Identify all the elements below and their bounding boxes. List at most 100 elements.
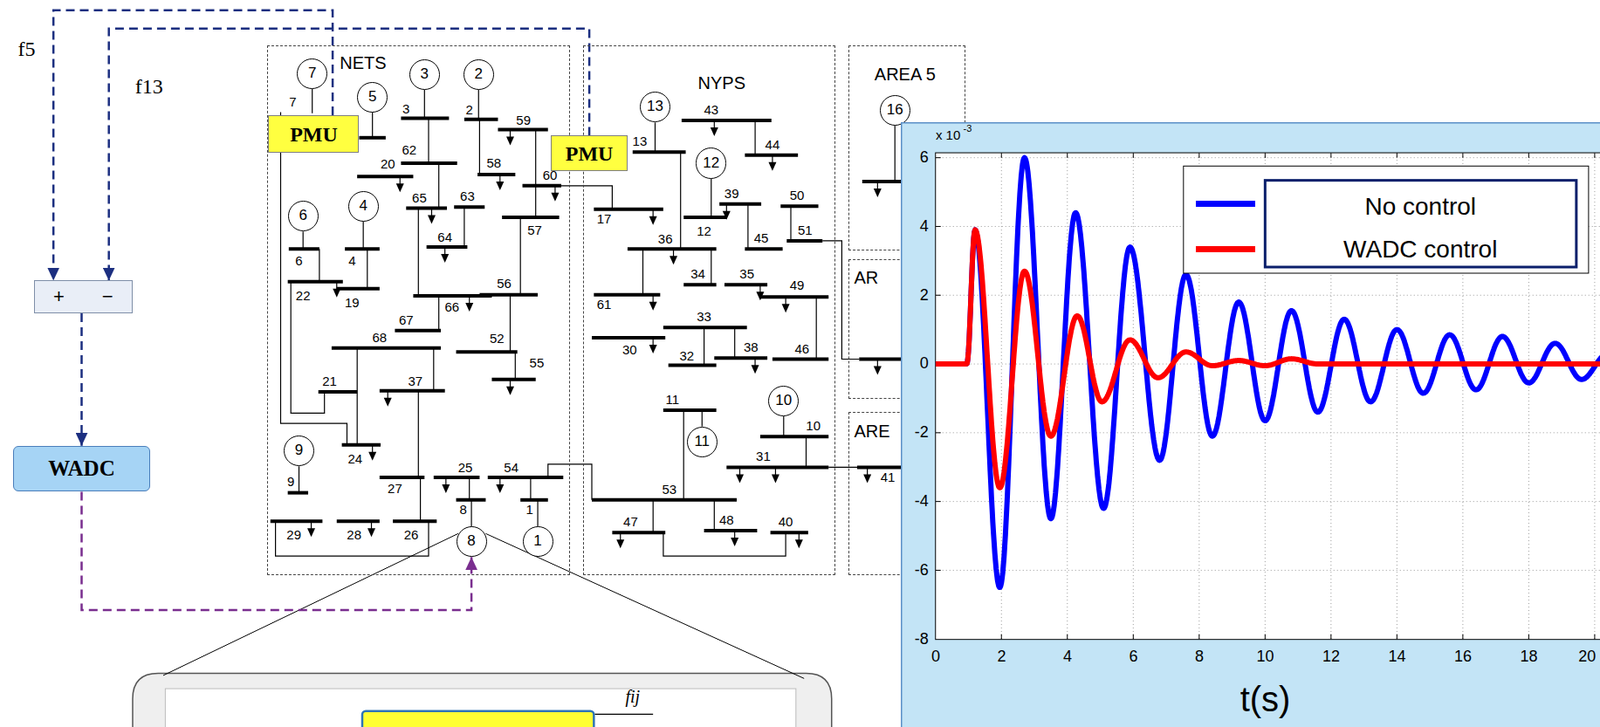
- grid-line: [1133, 152, 1134, 640]
- bus-number: 3: [402, 102, 410, 117]
- load-arrow: [371, 445, 373, 454]
- node-label: PMU: [289, 123, 338, 146]
- bus-number: 53: [662, 482, 678, 498]
- bus-bar: [501, 215, 559, 220]
- bus-bar: [392, 519, 437, 523]
- bus-bar: [358, 136, 385, 140]
- transmission-line: [427, 118, 429, 164]
- transmission-line: [281, 112, 348, 446]
- bus-number: 65: [412, 191, 427, 207]
- axis-tick-label: 6: [920, 149, 929, 167]
- bus-number: 60: [542, 168, 558, 184]
- signal-connector: [82, 491, 473, 611]
- bus-bar: [786, 239, 823, 243]
- transmission-line: [663, 532, 786, 557]
- signal-name: fij: [624, 686, 640, 707]
- summing-junction: +−: [34, 280, 133, 313]
- bus-number: 35: [739, 267, 755, 282]
- transmission-line: [468, 477, 470, 501]
- transmission-line: [816, 296, 818, 359]
- node-label: 5: [368, 89, 377, 106]
- legend-swatch: [1195, 200, 1256, 207]
- tick-mark: [1528, 634, 1530, 640]
- signal-connector: [80, 313, 83, 447]
- bus-number: 59: [515, 113, 531, 129]
- bus-bar: [487, 475, 564, 480]
- transmission-line: [703, 327, 705, 365]
- bus-number: 51: [797, 223, 813, 239]
- tick-mark: [1462, 152, 1464, 158]
- bus-number: 52: [489, 331, 505, 347]
- tick-mark: [1396, 634, 1398, 640]
- grid-line: [935, 432, 1600, 434]
- transmission-line: [432, 348, 434, 392]
- bus-number: 62: [401, 143, 417, 158]
- bus-bar: [288, 491, 309, 495]
- bus-bar: [464, 117, 499, 122]
- load-arrow: [440, 254, 449, 263]
- bus-number: 47: [623, 515, 639, 530]
- load-arrow: [499, 174, 501, 183]
- bus-number: 28: [346, 528, 362, 543]
- area-heading: AR: [853, 267, 879, 288]
- load-arrow: [554, 185, 556, 194]
- tick-mark: [935, 157, 941, 158]
- transmission-line: [805, 436, 807, 467]
- bus-bar: [726, 465, 829, 469]
- load-arrow: [672, 248, 674, 257]
- bus-bar: [770, 530, 809, 535]
- load-arrow: [465, 302, 474, 312]
- load-arrow: [396, 183, 405, 193]
- node-label: WADC: [48, 456, 115, 481]
- bus-number: 36: [658, 232, 673, 248]
- bus-bar: [497, 127, 548, 131]
- bus-number: 38: [743, 340, 759, 356]
- leader-line: [163, 533, 459, 675]
- bus-bar: [456, 350, 518, 354]
- generator-lead: [311, 89, 313, 114]
- legend-label: WADC control: [1343, 236, 1497, 264]
- node-label: 16: [886, 102, 904, 119]
- bus-bar: [760, 295, 829, 299]
- sign-label: −: [102, 286, 114, 308]
- bus-number: 30: [622, 343, 638, 358]
- signal-label: f5: [17, 37, 35, 61]
- bus-number: 33: [696, 309, 712, 325]
- transmission-line: [515, 351, 516, 380]
- load-arrow: [550, 192, 559, 202]
- bus-bar: [683, 282, 716, 287]
- bus-number: 49: [789, 278, 805, 294]
- bus-number: 1: [526, 502, 534, 518]
- bus-bar: [477, 172, 516, 177]
- bus-number: 43: [703, 103, 719, 118]
- load-arrow: [649, 302, 658, 311]
- bus-bar: [683, 215, 727, 220]
- load-arrow: [444, 247, 446, 255]
- load-arrow: [336, 281, 337, 290]
- bus-bar: [760, 434, 829, 439]
- load-arrow: [722, 211, 731, 220]
- generator-circle: 13: [639, 91, 671, 123]
- load-arrow: [649, 344, 658, 354]
- bus-bar: [491, 377, 536, 382]
- grid-line: [935, 157, 1600, 158]
- axis-tick-label: 8: [1194, 648, 1204, 667]
- load-arrow: [332, 288, 341, 298]
- load-arrow: [669, 255, 678, 265]
- transmission-line: [438, 163, 440, 209]
- bus-bar: [632, 150, 687, 154]
- node-label: 8: [466, 533, 475, 550]
- bus-number: 20: [380, 157, 396, 172]
- tick-mark: [935, 569, 941, 571]
- generator-lead: [654, 122, 656, 152]
- bus-number: 32: [679, 349, 694, 364]
- transmission-line: [548, 464, 592, 501]
- transmission-line: [789, 206, 791, 241]
- tick-mark: [1594, 634, 1596, 640]
- transmission-line: [438, 295, 440, 331]
- load-arrow: [509, 129, 511, 138]
- block-symbol: [362, 711, 594, 727]
- load-arrow: [734, 530, 735, 539]
- bus-bar: [772, 357, 829, 361]
- transmission-line: [642, 248, 644, 296]
